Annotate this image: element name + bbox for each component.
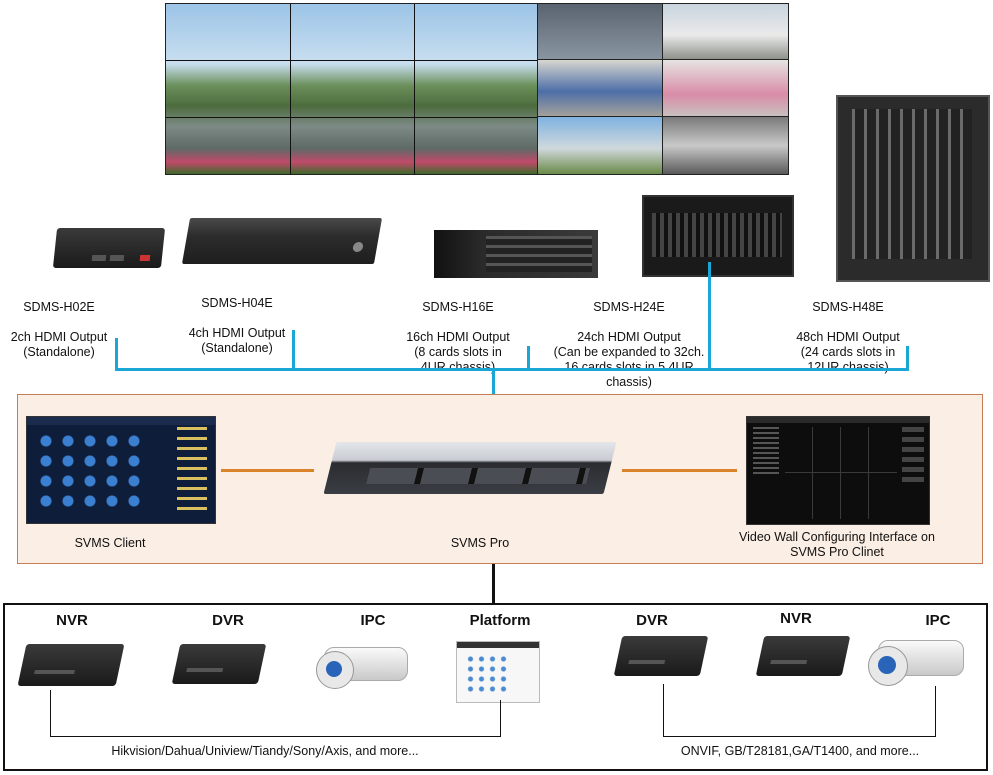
connector-line	[50, 736, 501, 737]
platform-screenshot	[456, 641, 540, 703]
left-nvr-device-image	[17, 644, 125, 686]
connector-line	[292, 330, 295, 371]
video-wall-tile	[537, 59, 664, 118]
sdms-h48e-model: SDMS-H48E	[812, 300, 884, 314]
connector-line	[492, 564, 495, 604]
connector-line	[115, 338, 118, 371]
sdms-h48e-desc: 48ch HDMI Output (24 cards slots in 12UR…	[796, 330, 900, 374]
video-wall-image	[165, 3, 789, 175]
right-dvr-device-image	[613, 636, 709, 676]
sdms-h24e-device-image	[642, 195, 794, 277]
client-link-line	[221, 469, 314, 472]
bus-line	[115, 368, 909, 371]
sdms-h16e-model: SDMS-H16E	[422, 300, 494, 314]
connector-line	[935, 686, 936, 736]
sdms-h16e-device-image	[434, 230, 598, 278]
left-ipc-camera-image	[316, 641, 408, 691]
svms-pro-label: SVMS Pro	[450, 536, 510, 550]
sdms-h04e-device-image	[181, 218, 383, 264]
sdms-h04e-desc: 4ch HDMI Output (Standalone)	[188, 326, 286, 355]
connector-line	[492, 368, 495, 394]
connector-line	[708, 262, 711, 371]
right-ipc-title: IPC	[925, 612, 951, 629]
sdms-h24e-desc: 24ch HDMI Output (Can be expanded to 32c…	[553, 330, 705, 389]
sdms-h48e-label: SDMS-H48E 48ch HDMI Output (24 cards slo…	[778, 285, 918, 375]
config-link-line	[622, 469, 737, 472]
left-ipc-title: IPC	[360, 612, 386, 629]
video-wall-tile	[537, 3, 664, 61]
sdms-h02e-label: SDMS-H02E 2ch HDMI Output (Standalone)	[0, 285, 118, 360]
svms-client-label: SVMS Client	[74, 536, 146, 550]
connector-line	[50, 690, 51, 736]
video-wall-tile	[662, 116, 789, 175]
sdms-h02e-desc: 2ch HDMI Output (Standalone)	[10, 330, 108, 359]
right-nvr-device-image	[755, 636, 851, 676]
video-wall-config-screenshot	[746, 416, 930, 525]
left-platform-title: Platform	[469, 612, 531, 629]
left-dvr-title: DVR	[212, 612, 244, 629]
sdms-h16e-label: SDMS-H16E 16ch HDMI Output (8 cards slot…	[392, 285, 524, 375]
video-wall-landscape-tile	[165, 3, 539, 175]
connector-line	[906, 346, 909, 371]
sdms-h02e-device-image	[52, 228, 166, 268]
right-nvr-title: NVR	[780, 610, 812, 627]
connector-line	[663, 684, 664, 736]
sdms-h24e-model: SDMS-H24E	[593, 300, 665, 314]
video-wall-config-label: Video Wall Configuring Interface on SVMS…	[739, 530, 935, 559]
right-dvr-title: DVR	[636, 612, 668, 629]
video-wall-tile	[662, 59, 789, 118]
sdms-h24e-label: SDMS-H24E 24ch HDMI Output (Can be expan…	[540, 285, 718, 390]
sdms-h04e-label: SDMS-H04E 4ch HDMI Output (Standalone)	[178, 281, 296, 356]
left-dvr-device-image	[171, 644, 267, 684]
sdms-h02e-model: SDMS-H02E	[23, 300, 95, 314]
svms-client-screenshot	[26, 416, 216, 524]
left-caption: Hikvision/Dahua/Uniview/Tiandy/Sony/Axis…	[111, 744, 419, 758]
svms-pro-server-image	[323, 442, 617, 494]
left-nvr-title: NVR	[56, 612, 88, 629]
connector-line	[527, 346, 530, 371]
sdms-h48e-device-image	[836, 95, 990, 282]
right-caption: ONVIF, GB/T28181,GA/T1400, and more...	[680, 744, 920, 758]
sdms-h04e-model: SDMS-H04E	[201, 296, 273, 310]
video-wall-tile	[537, 116, 664, 175]
connector-line	[663, 736, 936, 737]
right-ipc-camera-image	[868, 636, 964, 688]
connector-line	[500, 700, 501, 736]
video-wall-tile	[662, 3, 789, 61]
